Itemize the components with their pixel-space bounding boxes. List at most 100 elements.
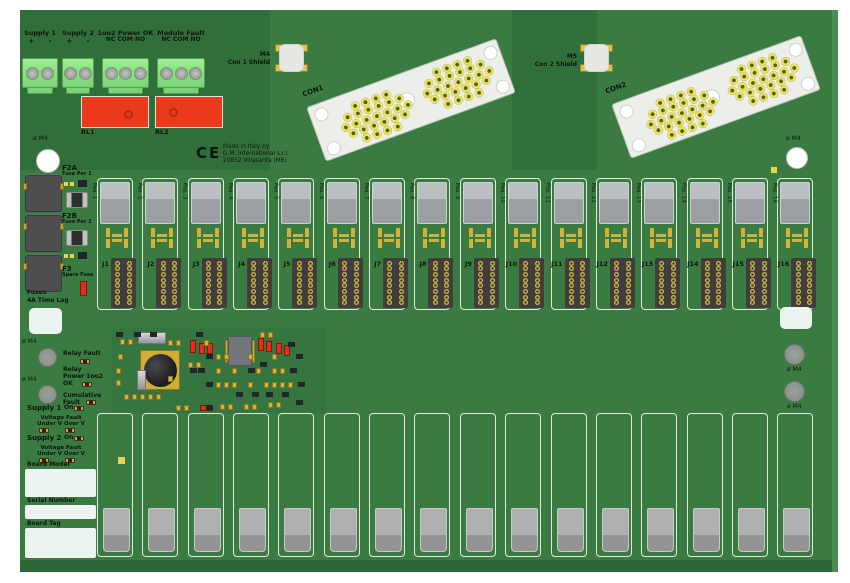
smd-chip bbox=[260, 362, 267, 367]
jack-pin bbox=[807, 266, 812, 272]
solder-pad bbox=[758, 228, 763, 237]
smd-pad bbox=[140, 394, 145, 400]
smd-chip bbox=[206, 405, 213, 410]
module-jack-connector bbox=[383, 258, 409, 308]
jack-pin bbox=[670, 266, 676, 272]
solder-pad bbox=[338, 239, 349, 242]
solder-pad bbox=[514, 239, 519, 248]
jack-pin bbox=[353, 300, 359, 306]
connector-pin bbox=[428, 93, 441, 106]
jack-pin bbox=[115, 266, 121, 272]
solder-pad bbox=[701, 239, 712, 242]
solder-pad bbox=[650, 228, 655, 237]
solder-pad bbox=[214, 239, 219, 248]
slot-guide-block bbox=[145, 182, 176, 224]
jack-pin bbox=[580, 294, 586, 300]
jack-pin bbox=[489, 294, 495, 300]
slot-position-label: Pos. 3 bbox=[181, 183, 188, 200]
smd-pad bbox=[244, 404, 249, 410]
jack-pin bbox=[625, 283, 631, 289]
fuse-f2b-label: Fuse Per 2 bbox=[62, 219, 92, 225]
jack-pin bbox=[398, 300, 404, 306]
jack-pin bbox=[217, 283, 223, 289]
screw-terminal-pin bbox=[78, 66, 92, 80]
screw-terminal-pin bbox=[174, 66, 188, 80]
smd-pad bbox=[216, 368, 221, 374]
jack-pin bbox=[614, 260, 620, 266]
jack-pin bbox=[432, 260, 438, 266]
smd-pad bbox=[272, 368, 277, 374]
electrolytic-capacitor bbox=[144, 354, 177, 387]
smd-led bbox=[190, 340, 196, 353]
screw-terminal-pin bbox=[25, 66, 39, 80]
relay-vent-hole bbox=[169, 108, 178, 117]
supply1-name: Supply 1 bbox=[27, 404, 62, 412]
jack-pin bbox=[523, 288, 529, 294]
board-tag-field bbox=[25, 528, 96, 558]
smd-pad bbox=[216, 382, 221, 388]
jack-pin bbox=[126, 294, 132, 300]
slot-position-label: Pos. 2 bbox=[136, 183, 143, 200]
jack-label: J3 bbox=[192, 260, 200, 268]
jack-pin bbox=[580, 271, 586, 277]
slot-outline-bottom bbox=[97, 413, 133, 557]
slot-position-label: Pos. 5 bbox=[272, 183, 279, 200]
solder-pad bbox=[559, 239, 564, 248]
jack-pin bbox=[342, 260, 347, 266]
jack-label: J7 bbox=[374, 260, 382, 268]
solder-pad bbox=[293, 234, 304, 237]
jack-pin bbox=[807, 271, 812, 277]
connector-pin bbox=[704, 105, 716, 118]
solder-pad bbox=[668, 239, 673, 248]
jack-pin bbox=[296, 294, 302, 300]
solder-pad bbox=[305, 239, 310, 248]
board-model-label: Board Model bbox=[27, 461, 70, 468]
slot-position-label: Pos. 7 bbox=[363, 183, 370, 200]
jack-pin bbox=[761, 288, 767, 294]
smd-chip bbox=[78, 180, 87, 187]
solder-pad bbox=[610, 234, 621, 237]
solder-pad bbox=[650, 239, 655, 248]
supply1-on-led bbox=[74, 406, 84, 411]
smd-pad bbox=[224, 382, 229, 388]
jack-pin bbox=[115, 300, 121, 306]
solder-pad bbox=[668, 228, 673, 237]
module-jack-connector bbox=[201, 258, 227, 308]
solder-pad bbox=[64, 254, 68, 258]
jack-pin bbox=[172, 288, 178, 294]
solder-pad bbox=[758, 239, 763, 248]
solder-pad bbox=[514, 228, 519, 237]
jack-pin bbox=[308, 294, 314, 300]
jack-pin bbox=[478, 283, 484, 289]
smd-chip bbox=[134, 332, 141, 337]
supply2-under-over-labels: Under V Over V bbox=[37, 451, 85, 457]
board-bottom-edge bbox=[20, 560, 838, 572]
jack-pin bbox=[432, 283, 438, 289]
solder-pad bbox=[332, 228, 337, 237]
jack-pin bbox=[489, 300, 495, 306]
jack-pin bbox=[670, 283, 676, 289]
jack-pin bbox=[795, 271, 801, 277]
solder-pad bbox=[396, 239, 401, 248]
jack-pin bbox=[172, 277, 178, 283]
jack-pin bbox=[432, 277, 438, 283]
jack-pin bbox=[126, 277, 132, 283]
jack-pin bbox=[398, 283, 404, 289]
jack-pin bbox=[704, 300, 710, 306]
jack-pin bbox=[353, 271, 359, 277]
jack-pin bbox=[795, 300, 801, 306]
jack-pin bbox=[580, 300, 586, 306]
smd-chip bbox=[288, 342, 295, 347]
jack-pin bbox=[342, 266, 347, 272]
mounting-hole-label: ø M4 bbox=[786, 135, 801, 142]
jack-pin bbox=[205, 271, 211, 277]
jack-pin bbox=[353, 277, 359, 283]
jack-pin bbox=[795, 277, 801, 283]
jack-pin bbox=[387, 294, 393, 300]
jack-pin bbox=[795, 260, 801, 266]
module-jack-connector bbox=[745, 258, 771, 308]
solder-pad bbox=[248, 239, 259, 242]
smd-pad bbox=[224, 354, 229, 360]
smd-pad bbox=[256, 368, 261, 374]
smd-chip bbox=[266, 392, 273, 397]
